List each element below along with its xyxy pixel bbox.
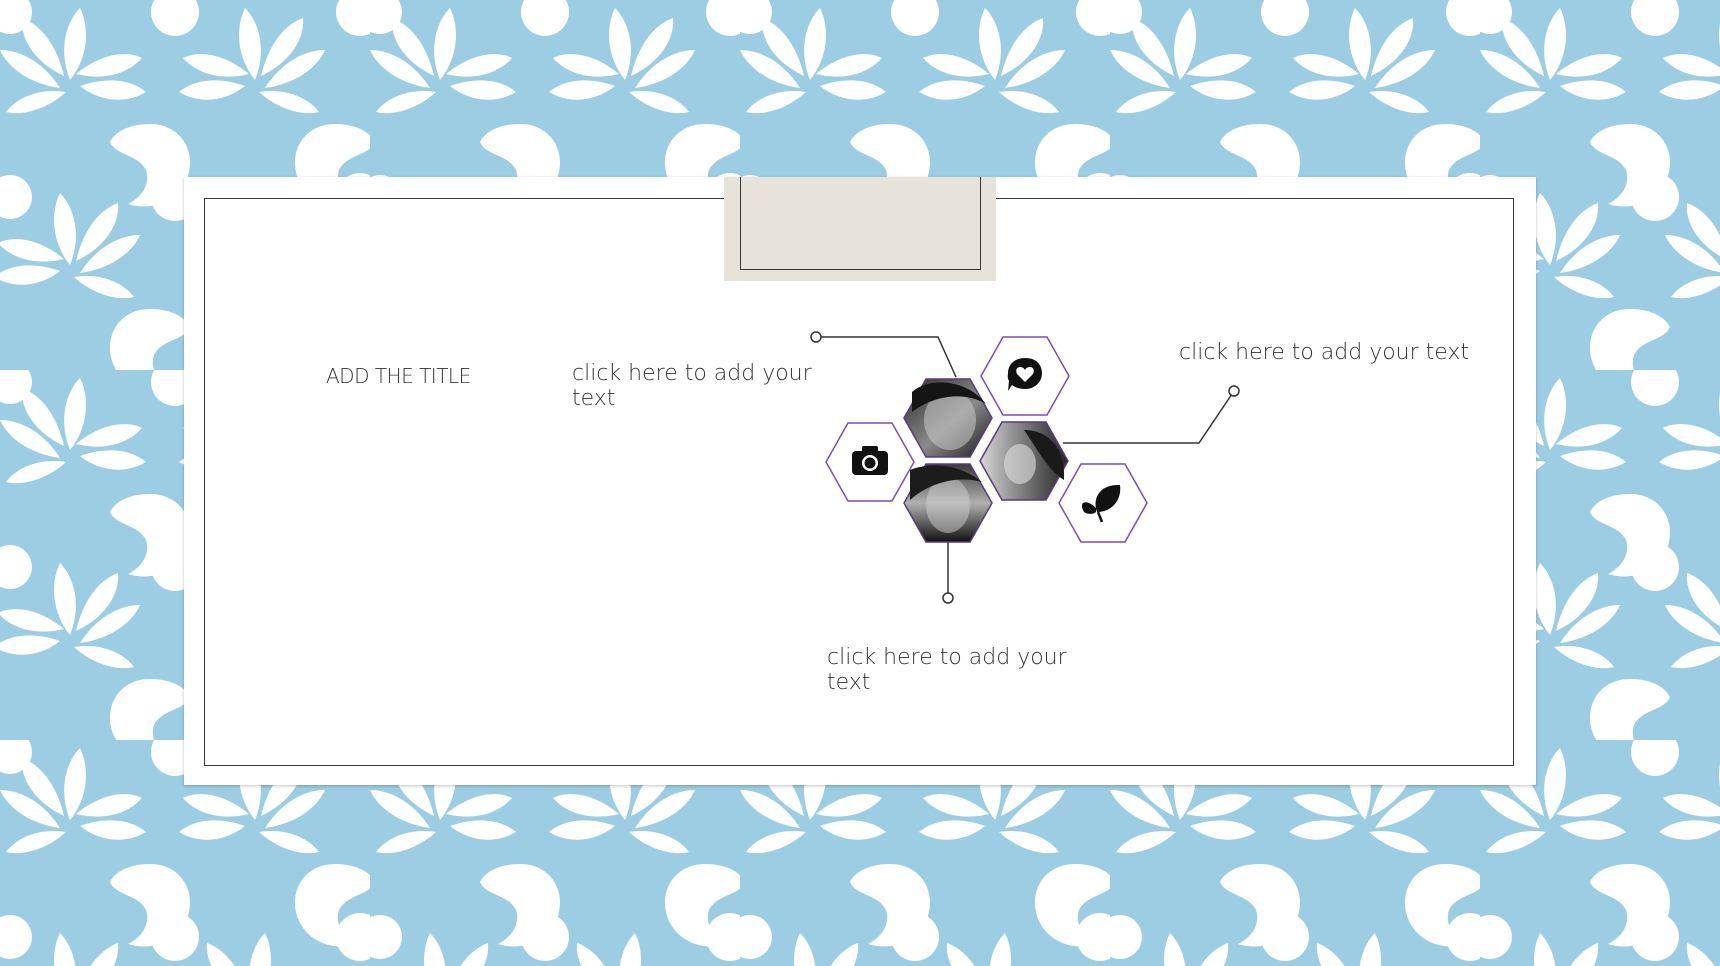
hex-photo-bottom <box>903 463 993 543</box>
top-tab <box>724 177 996 281</box>
text-placeholder-bottom[interactable]: click here to add your text <box>827 645 1067 695</box>
slide-title[interactable]: ADD THE TITLE <box>326 364 471 388</box>
hex-photo-top <box>903 378 993 458</box>
connector-lines <box>810 331 1240 604</box>
text-placeholder-right[interactable]: click here to add your text <box>1179 340 1470 365</box>
connector-right-dot <box>1228 385 1240 397</box>
camera-icon <box>852 446 888 475</box>
connector-left-dot <box>810 331 822 343</box>
hex-heart-chat <box>980 336 1070 416</box>
hex-leaf <box>1058 463 1148 543</box>
top-tab-frame <box>740 177 981 270</box>
connector-left <box>816 336 957 378</box>
connector-bottom-dot <box>942 592 954 604</box>
hex-camera <box>825 422 915 502</box>
leaf-icon <box>1081 484 1121 523</box>
connector-right <box>1063 390 1235 444</box>
heart-chat-icon <box>1007 358 1042 391</box>
text-placeholder-left[interactable]: click here to add your text <box>572 361 812 411</box>
hex-photo-right <box>979 421 1069 501</box>
